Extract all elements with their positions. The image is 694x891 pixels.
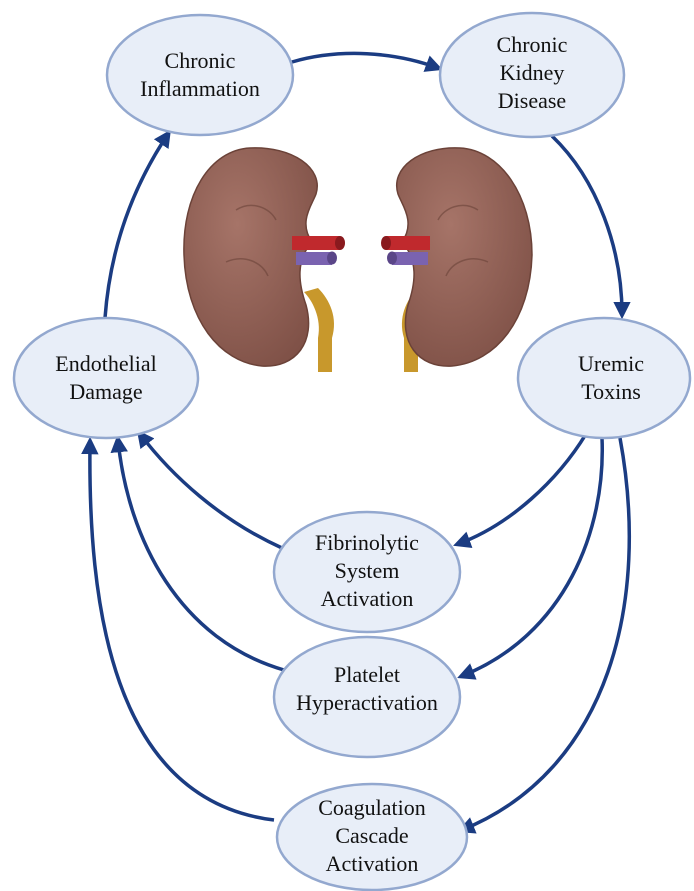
node-platelet-line-1: Platelet: [334, 662, 400, 687]
node-fibrinolytic-line-1: Fibrinolytic: [315, 530, 419, 555]
node-coagulation-line-2: Cascade: [335, 823, 408, 848]
arrow-fibrinolytic-to-endothelial: [140, 434, 282, 548]
node-uremic-toxins-line-1: Uremic: [578, 351, 644, 376]
arrow-inflammation-to-ckd: [292, 53, 438, 68]
node-endothelial-damage-line-1: Endothelial: [55, 351, 156, 376]
node-uremic-toxins-line-2: Toxins: [581, 379, 641, 404]
right-kidney-icon: [381, 148, 532, 372]
node-endothelial-damage: Endothelial Damage: [14, 318, 198, 438]
node-chronic-inflammation: Chronic Inflammation: [107, 15, 293, 135]
node-uremic-toxins: Uremic Toxins: [518, 318, 690, 438]
kidney-pair-icon: [184, 148, 532, 372]
node-fibrinolytic-system-activation: Fibrinolytic System Activation: [274, 512, 460, 632]
node-chronic-inflammation-line-2: Inflammation: [140, 76, 260, 101]
node-platelet-hyperactivation: Platelet Hyperactivation: [274, 637, 460, 757]
arrow-uremic-to-platelet: [462, 438, 602, 676]
node-platelet-line-2: Hyperactivation: [296, 690, 438, 715]
left-kidney-icon: [184, 148, 345, 372]
node-coagulation-line-1: Coagulation: [318, 795, 426, 820]
arrow-platelet-to-endothelial: [118, 440, 284, 670]
node-chronic-kidney-disease-line-2: Kidney: [500, 60, 565, 85]
arrow-uremic-to-fibrinolytic: [458, 434, 586, 544]
node-chronic-kidney-disease-line-1: Chronic: [497, 32, 568, 57]
node-coagulation-cascade-activation: Coagulation Cascade Activation: [277, 784, 467, 890]
arrow-ckd-to-uremic-toxins: [552, 136, 622, 314]
node-coagulation-line-3: Activation: [326, 851, 419, 876]
node-fibrinolytic-line-3: Activation: [321, 586, 414, 611]
node-chronic-kidney-disease: Chronic Kidney Disease: [440, 13, 624, 137]
arrow-coagulation-to-endothelial: [90, 442, 274, 820]
node-endothelial-damage-line-2: Damage: [69, 379, 142, 404]
arrow-endothelial-to-inflammation: [105, 134, 168, 318]
node-chronic-inflammation-line-1: Chronic: [165, 48, 236, 73]
node-fibrinolytic-line-2: System: [335, 558, 400, 583]
arrow-uremic-to-coagulation: [462, 438, 629, 830]
node-chronic-kidney-disease-line-3: Disease: [498, 88, 566, 113]
